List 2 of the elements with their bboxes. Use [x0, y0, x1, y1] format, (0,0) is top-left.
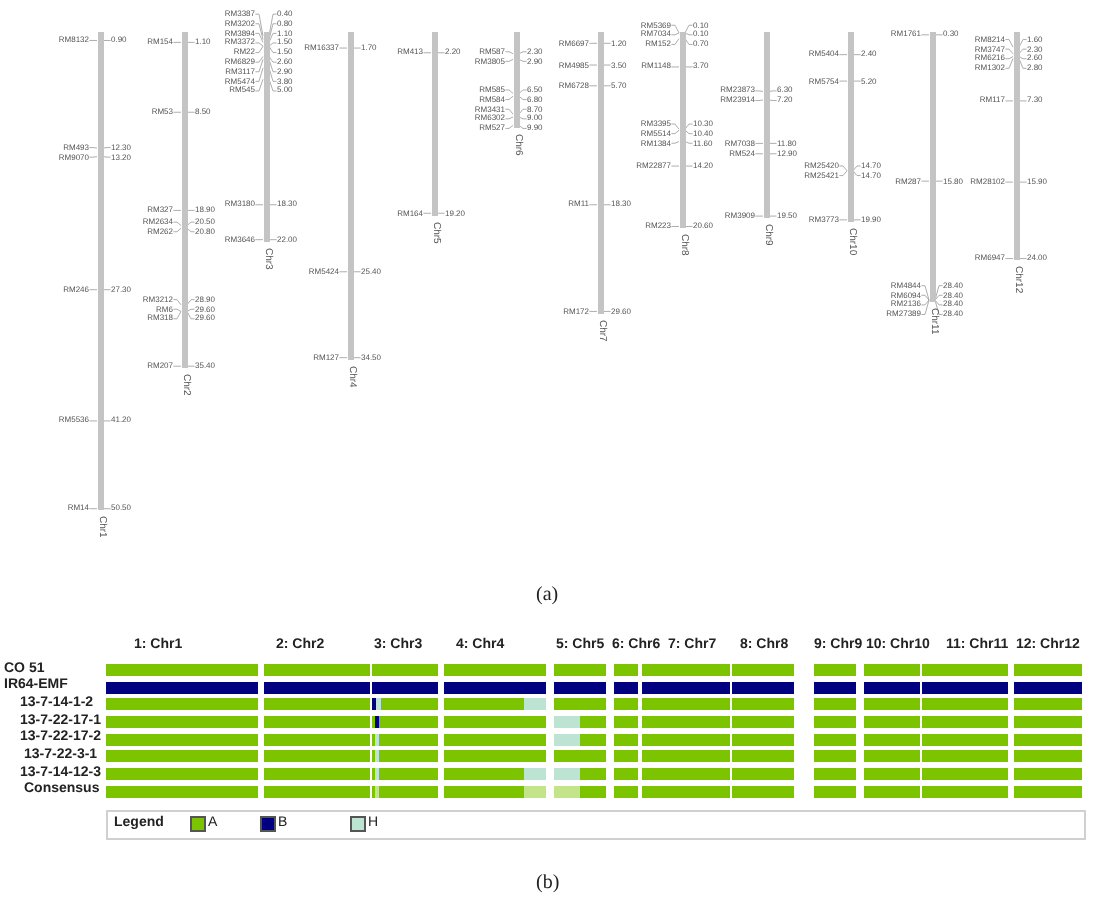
panel-label: (a)	[536, 584, 559, 606]
panel-label: (b)	[536, 872, 560, 894]
